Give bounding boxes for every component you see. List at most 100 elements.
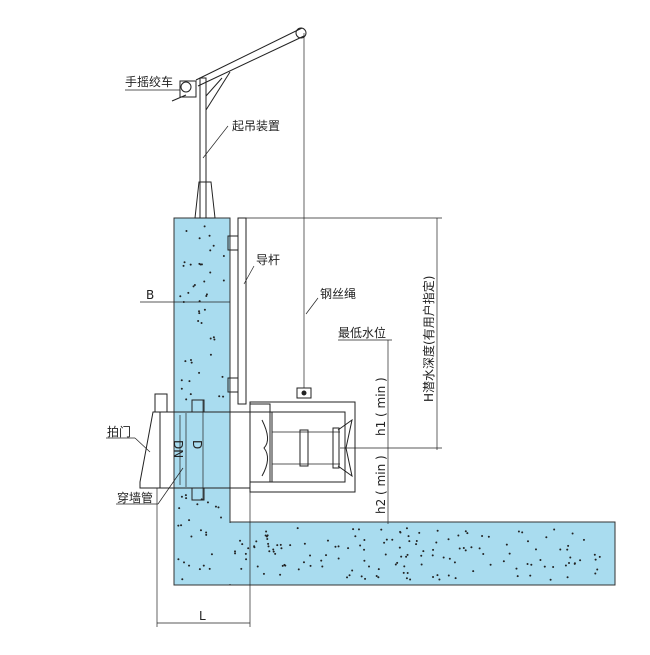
aggregate-dot [178, 507, 181, 510]
aggregate-dot [470, 546, 473, 549]
aggregate-dot [185, 398, 188, 401]
aggregate-dot [209, 271, 212, 274]
aggregate-dot [234, 552, 237, 555]
aggregate-dot [347, 547, 350, 550]
aggregate-dot [279, 573, 282, 576]
aggregate-dot [579, 559, 582, 562]
aggregate-dot [272, 550, 275, 553]
pulley-icon [295, 27, 307, 39]
guide-rod-label: 导杆 [256, 253, 280, 267]
aggregate-dot [205, 531, 208, 534]
aggregate-dot [552, 566, 555, 569]
aggregate-dot [209, 249, 212, 252]
aggregate-dot [320, 559, 323, 562]
aggregate-dot [569, 556, 572, 559]
aggregate-dot [220, 516, 223, 519]
aggregate-dot [240, 567, 243, 570]
aggregate-dot [326, 539, 329, 542]
aggregate-dot [466, 532, 469, 535]
aggregate-dot [447, 538, 450, 541]
aggregate-dot [432, 576, 435, 579]
aggregate-dot [264, 534, 267, 537]
aggregate-dot [363, 548, 366, 551]
aggregate-dot [582, 538, 585, 541]
aggregate-dot [213, 338, 216, 341]
aggregate-dot [297, 568, 300, 571]
dn-label: DN [171, 440, 185, 458]
flap-gate-label: 拍门 [107, 424, 131, 439]
aggregate-dot [594, 558, 597, 561]
aggregate-dot [364, 577, 367, 580]
aggregate-dot [256, 565, 259, 568]
aggregate-dot [265, 530, 268, 533]
d-label: D [190, 440, 204, 449]
aggregate-dot [283, 563, 286, 566]
aggregate-dot [309, 564, 312, 567]
aggregate-dot [182, 264, 185, 267]
aggregate-dot [266, 537, 269, 540]
aggregate-dot [214, 505, 217, 508]
wall-floor-joint [229, 523, 232, 584]
aggregate-dot [334, 545, 337, 548]
crane-mast [199, 77, 207, 219]
aggregate-dot [189, 358, 192, 361]
aggregate-dot [385, 538, 388, 541]
aggregate-dot [208, 567, 211, 570]
aggregate-dot [348, 574, 351, 577]
aggregate-dot [403, 565, 406, 568]
aggregate-dot [406, 553, 409, 556]
aggregate-dot [296, 527, 299, 530]
aggregate-dot [418, 531, 421, 534]
aggregate-dot [529, 574, 532, 577]
aggregate-dot [189, 393, 192, 396]
aggregate-dot [188, 564, 191, 567]
aggregate-dot [185, 497, 188, 500]
aggregate-dot [218, 395, 221, 398]
aggregate-dot [462, 546, 465, 549]
aggregate-dot [241, 543, 244, 546]
aggregate-dot [598, 555, 601, 558]
aggregate-dot [521, 531, 524, 534]
aggregate-dot [448, 557, 451, 560]
wall-thickness-label: B [146, 288, 154, 302]
aggregate-dot [396, 561, 399, 564]
aggregate-dot [406, 572, 409, 575]
aggregate-dot [454, 577, 457, 580]
aggregate-dot [198, 300, 201, 303]
aggregate-dot [402, 571, 405, 574]
concrete-aggregate [177, 225, 601, 581]
aggregate-dot [198, 371, 201, 374]
aggregate-dot [188, 519, 191, 522]
aggregate-dot [489, 563, 492, 566]
aggregate-dot [405, 577, 408, 580]
aggregate-dot [539, 558, 542, 561]
aggregate-dot [198, 310, 201, 313]
aggregate-dot [208, 234, 211, 237]
aggregate-dot [375, 574, 378, 577]
aggregate-dot [573, 562, 576, 565]
aggregate-dot [487, 535, 490, 538]
aggregate-dot [391, 538, 394, 541]
aggregate-dot [180, 524, 183, 527]
aggregate-dot [377, 576, 380, 579]
winch-icon[interactable] [180, 81, 192, 93]
aggregate-dot [253, 545, 256, 548]
aggregate-dot [508, 552, 511, 555]
aggregate-dot [262, 572, 265, 575]
aggregate-dot [268, 550, 271, 553]
aggregate-dot [400, 555, 403, 558]
aggregate-dot [185, 230, 188, 233]
aggregate-dot [405, 555, 408, 558]
aggregate-dot [384, 553, 387, 556]
aggregate-dot [567, 544, 570, 547]
aggregate-dot [196, 503, 199, 506]
aggregate-dot [422, 550, 425, 553]
leader-lines [106, 89, 319, 505]
aggregate-dot [351, 569, 354, 572]
aggregate-dot [545, 536, 548, 539]
aggregate-dot [274, 552, 277, 555]
aggregate-dot [184, 360, 187, 363]
winch-handle[interactable] [171, 94, 187, 102]
aggregate-dot [190, 535, 193, 538]
aggregate-dot [442, 556, 445, 559]
